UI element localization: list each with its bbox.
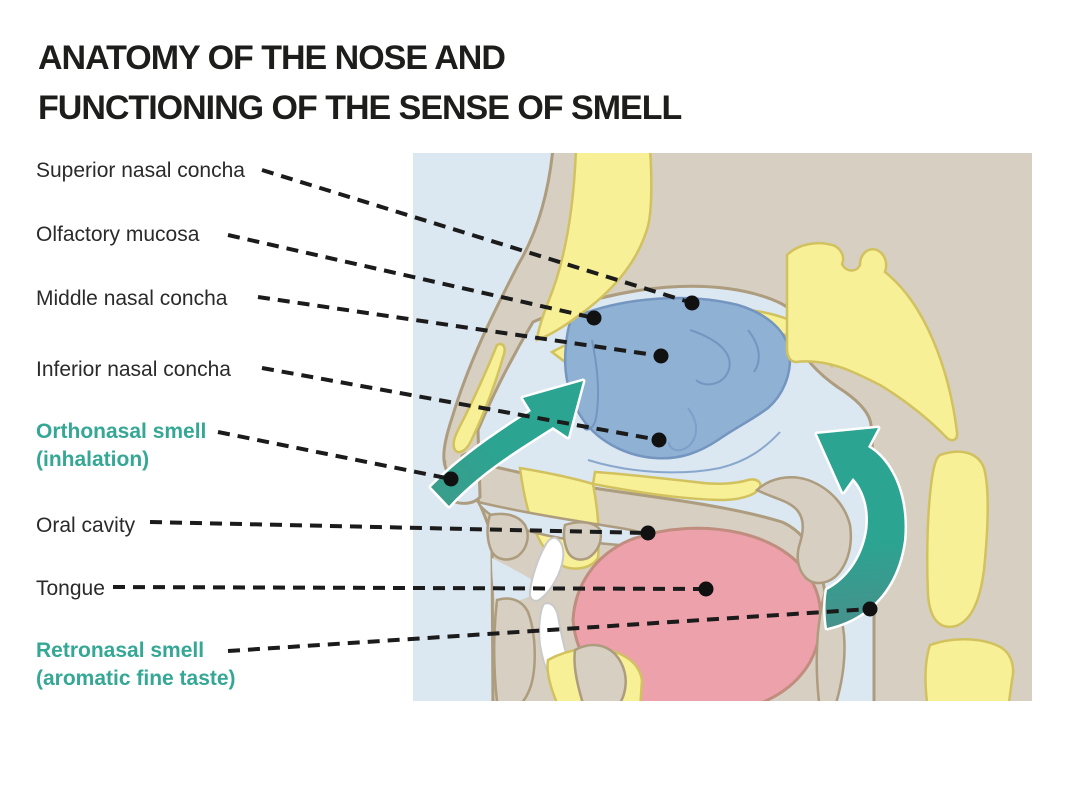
concha-detail-lines xyxy=(583,329,760,431)
dot-middle-concha xyxy=(653,348,669,364)
frontal-bone xyxy=(535,153,653,342)
page-title: ANATOMY OF THE NOSE AND FUNCTIONING OF T… xyxy=(38,33,682,133)
dot-inferior-concha xyxy=(651,432,667,448)
leader-superior-concha xyxy=(261,168,693,305)
label-inferior-nasal-concha: Inferior nasal concha xyxy=(36,358,231,381)
label-superior-nasal-concha: Superior nasal concha xyxy=(36,159,245,182)
leader-olfactory-mucosa xyxy=(227,233,595,320)
leader-oral-cavity xyxy=(149,520,649,535)
label-oral-cavity: Oral cavity xyxy=(36,514,136,537)
mandible-tissue xyxy=(573,643,627,701)
dot-oral-cavity xyxy=(640,525,656,541)
head-cross-section xyxy=(413,153,1032,701)
dot-olfactory-mucosa xyxy=(586,310,602,326)
palatine-bone xyxy=(591,470,762,502)
dot-tongue xyxy=(698,581,714,597)
leader-retronasal xyxy=(227,607,871,653)
label-olfactory-mucosa: Olfactory mucosa xyxy=(36,223,200,246)
vertebra-1 xyxy=(925,450,990,629)
leader-tongue xyxy=(112,585,707,591)
label-retronasal-line1: Retronasal smell xyxy=(36,639,205,662)
label-orthonasal-line1: Orthonasal smell xyxy=(36,420,207,443)
nasal-cartilage xyxy=(452,342,506,454)
airflow-detail-lines xyxy=(587,407,781,474)
dot-superior-concha xyxy=(684,295,700,311)
dot-retronasal xyxy=(862,601,878,617)
upper-incisor-tooth xyxy=(528,536,565,602)
chin-tissue xyxy=(492,597,536,701)
leader-dots xyxy=(443,295,878,617)
sphenoid-bone xyxy=(785,242,959,442)
orthonasal-arrow xyxy=(428,378,586,509)
label-retronasal-line2: (aromatic fine taste) xyxy=(36,667,236,690)
retronasal-arrow xyxy=(814,425,908,631)
vertebra-2 xyxy=(924,638,1015,701)
label-retronasal-smell: Retronasal smell (aromatic fine taste) xyxy=(36,637,236,693)
title-line-2: FUNCTIONING OF THE SENSE OF SMELL xyxy=(38,89,682,127)
label-orthonasal-smell: Orthonasal smell (inhalation) xyxy=(36,418,206,474)
leader-lines xyxy=(112,168,871,653)
title-line-1: ANATOMY OF THE NOSE AND xyxy=(38,39,506,77)
upper-lip-tissue xyxy=(486,512,529,561)
leader-middle-concha xyxy=(257,295,662,358)
label-tongue: Tongue xyxy=(36,577,105,600)
label-orthonasal-line2: (inhalation) xyxy=(36,448,150,471)
nasal-conchae-region xyxy=(563,296,792,460)
label-middle-nasal-concha: Middle nasal concha xyxy=(36,287,228,310)
dot-orthonasal xyxy=(443,471,459,487)
leader-inferior-concha xyxy=(261,366,660,442)
soft-palate xyxy=(754,476,852,585)
